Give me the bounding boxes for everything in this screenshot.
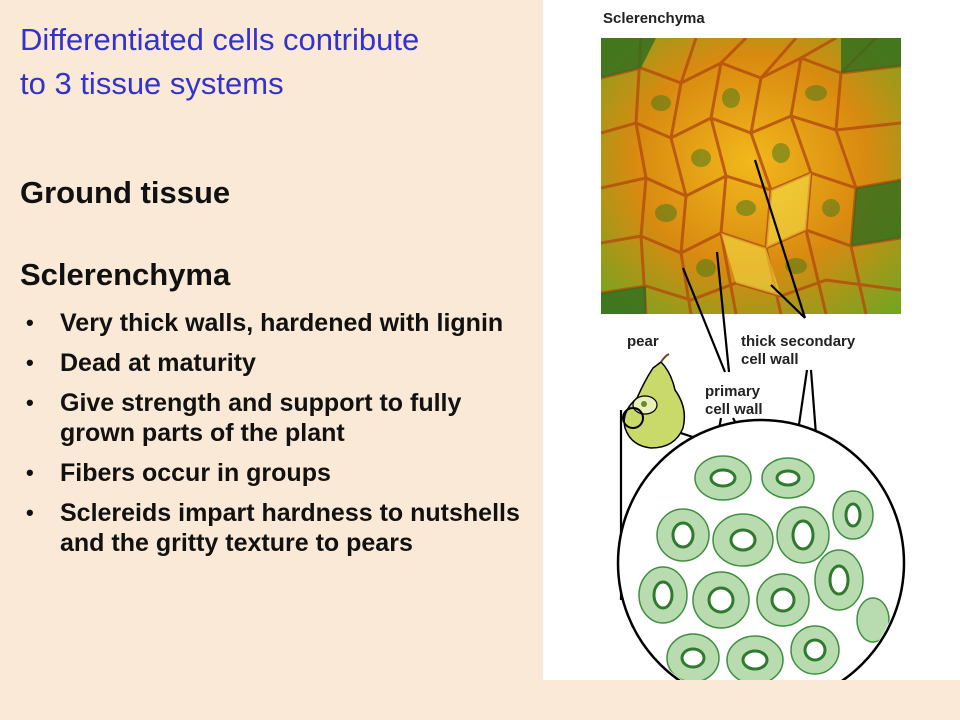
bullet-text: Dead at maturity xyxy=(60,349,256,377)
label-thick-secondary-line1: thick secondary xyxy=(741,333,856,350)
pear-icon xyxy=(622,353,686,449)
bullet-text: Give strength and support to fully grown… xyxy=(60,389,462,447)
bullet-list: •Very thick walls, hardened with lignin … xyxy=(24,308,524,568)
label-primary-line2: cell wall xyxy=(705,401,763,418)
diagram-overlay xyxy=(616,159,906,680)
bullet-item: • Fibers occur in groups xyxy=(24,458,524,488)
bullet-dot-icon: • xyxy=(26,460,34,485)
bullet-item: • Dead at maturity xyxy=(24,348,524,378)
micrograph-image xyxy=(601,38,901,314)
bullet-item: • Give strength and support to fully grow… xyxy=(24,388,524,448)
slide-title: Differentiated cells contribute to 3 tis… xyxy=(20,22,420,101)
label-pear: pear xyxy=(627,333,659,350)
bullet-dot-icon: • xyxy=(26,350,34,375)
bullet-dot-icon: • xyxy=(26,310,34,335)
bullet-dot-icon: • xyxy=(26,500,34,525)
label-primary-line1: primary xyxy=(705,383,761,400)
bullet-text: Very thick walls, hardened with lignin xyxy=(60,309,504,337)
bullet-item: • Very thick walls, hardened with lignin xyxy=(24,308,524,338)
bullet-text: Fibers occur in groups xyxy=(60,459,331,487)
bullet-text: Sclereids impart hardness to nutshells a… xyxy=(60,499,520,557)
figure-title: Sclerenchyma xyxy=(603,10,705,27)
cell-cross-section xyxy=(616,418,906,680)
label-thick-secondary-line2: cell wall xyxy=(741,351,799,368)
bullet-dot-icon: • xyxy=(26,390,34,415)
heading-ground-tissue: Ground tissue xyxy=(20,175,231,210)
bullet-item: • Sclereids impart hardness to nutshells … xyxy=(24,498,524,558)
sclerenchyma-figure: Sclerenchyma xyxy=(543,0,960,680)
heading-sclerenchyma: Sclerenchyma xyxy=(20,257,231,292)
